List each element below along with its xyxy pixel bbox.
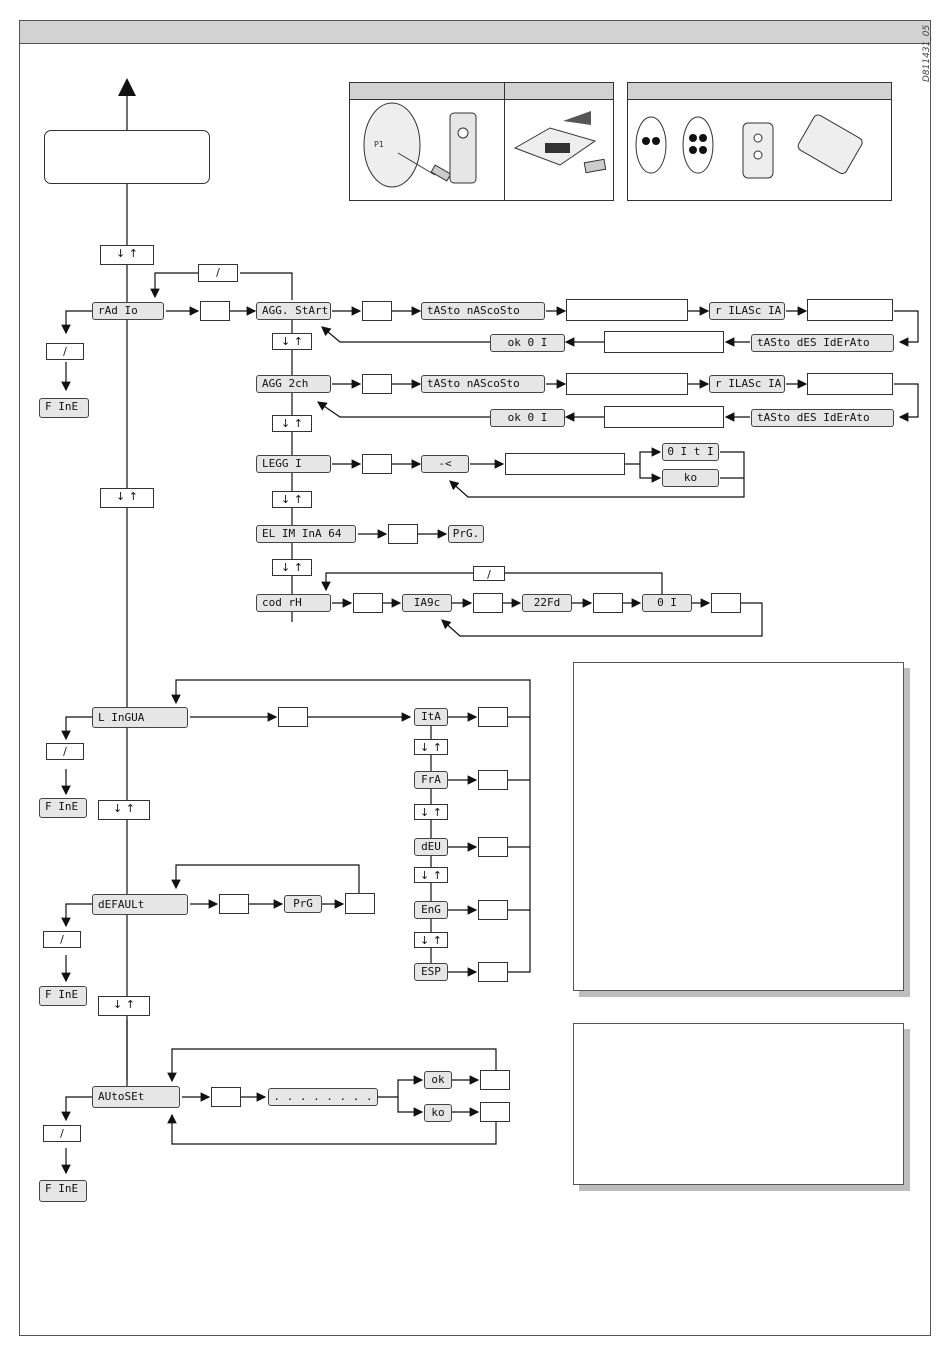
key-box[interactable] — [480, 1070, 510, 1090]
slash-button[interactable]: / — [473, 566, 505, 581]
text-box — [566, 299, 688, 321]
leggi-prompt-display: -< — [421, 455, 469, 473]
cod-value-3: 0 I — [642, 594, 692, 612]
key-box[interactable] — [353, 593, 383, 613]
slash-button[interactable]: / — [198, 264, 238, 282]
illustration-panel-remotes — [627, 82, 892, 201]
language-option[interactable]: ESP — [414, 963, 448, 981]
updown-button[interactable]: ↓ ↑ — [272, 491, 312, 508]
text-box — [604, 331, 724, 353]
fine-label: F InE — [39, 986, 87, 1006]
note-box-lower — [573, 1023, 904, 1185]
cod-value-2: 22Fd — [522, 594, 572, 612]
svg-text:P1: P1 — [374, 140, 384, 149]
updown-button[interactable]: ↓ ↑ — [414, 804, 448, 820]
agg-2ch-item[interactable]: AGG 2ch — [256, 375, 331, 393]
updown-button[interactable]: ↓ ↑ — [414, 932, 448, 948]
updown-button[interactable]: ↓ ↑ — [100, 245, 154, 265]
key-box[interactable] — [473, 593, 503, 613]
key-box[interactable] — [711, 593, 741, 613]
ok-01-display: ok 0 I — [490, 334, 565, 352]
key-box[interactable] — [278, 707, 308, 727]
menu-lingua[interactable]: L InGUA — [92, 707, 188, 728]
key-box[interactable] — [478, 707, 508, 727]
tasto-nascosto-display: tASto nAScoSto — [421, 375, 545, 393]
slash-button[interactable]: / — [43, 1125, 81, 1142]
updown-button[interactable]: ↓ ↑ — [272, 559, 312, 576]
agg-start-item[interactable]: AGG. StArt — [256, 302, 331, 320]
remote-programming-illustration: P1 — [363, 102, 477, 188]
leggi-ko-display: ko — [662, 469, 719, 487]
ok-key-box[interactable] — [200, 301, 230, 321]
key-box[interactable] — [362, 454, 392, 474]
cod-rx-item[interactable]: cod rH — [256, 594, 331, 612]
key-box[interactable] — [478, 770, 508, 790]
key-box[interactable] — [478, 962, 508, 982]
text-box — [505, 453, 625, 475]
elimina-item[interactable]: EL IM InA 64 — [256, 525, 356, 543]
key-box[interactable] — [362, 374, 392, 394]
key-box[interactable] — [362, 301, 392, 321]
fine-label: F InE — [39, 1180, 87, 1202]
default-prg-display: PrG — [284, 895, 322, 913]
battery-illustration — [513, 111, 607, 174]
menu-radio[interactable]: rAd Io — [92, 302, 164, 320]
text-box — [566, 373, 688, 395]
rilascia-display: r ILASc IA — [709, 375, 785, 393]
updown-button[interactable]: ↓ ↑ — [100, 488, 154, 508]
autoset-ko-display: ko — [424, 1104, 452, 1122]
tasto-nascosto-display: tASto nAScoSto — [421, 302, 545, 320]
prg-display: PrG. — [448, 525, 484, 543]
language-option[interactable]: ItA — [414, 708, 448, 726]
language-option[interactable]: dEU — [414, 838, 448, 856]
text-box — [807, 299, 893, 321]
key-box[interactable] — [478, 900, 508, 920]
header-bar — [19, 20, 931, 44]
key-box[interactable] — [345, 893, 375, 914]
tasto-desiderato-display: tASto dES IdErAto — [751, 334, 894, 352]
autoset-ok-display: ok — [424, 1071, 452, 1089]
text-box — [604, 406, 724, 428]
language-option[interactable]: EnG — [414, 901, 448, 919]
language-option[interactable]: FrA — [414, 771, 448, 789]
note-box-upper — [573, 662, 904, 991]
updown-button[interactable]: ↓ ↑ — [272, 415, 312, 432]
fine-label: F InE — [39, 398, 89, 418]
key-box[interactable] — [211, 1087, 241, 1107]
fine-label: F InE — [39, 798, 87, 818]
autoset-progress-display: . . . . . . . . — [268, 1088, 378, 1106]
updown-button[interactable]: ↓ ↑ — [98, 800, 150, 820]
cod-value-1: IA9c — [402, 594, 452, 612]
updown-button[interactable]: ↓ ↑ — [98, 996, 150, 1016]
menu-entry-box — [44, 130, 210, 184]
leggi-item[interactable]: LEGG I — [256, 455, 331, 473]
ok-01-display: ok 0 I — [490, 409, 565, 427]
updown-button[interactable]: ↓ ↑ — [414, 739, 448, 755]
key-box[interactable] — [388, 524, 418, 544]
leggi-ok-display: 0 I t I — [662, 443, 719, 461]
tasto-desiderato-display: tASto dES IdErAto — [751, 409, 894, 427]
slash-button[interactable]: / — [46, 743, 84, 760]
menu-autoset[interactable]: AUtoSEt — [92, 1086, 180, 1108]
slash-button[interactable]: / — [43, 931, 81, 948]
key-box[interactable] — [480, 1102, 510, 1122]
illustration-panel-p1: P1 — [349, 82, 505, 201]
key-box[interactable] — [593, 593, 623, 613]
key-box[interactable] — [219, 894, 249, 914]
menu-default[interactable]: dEFAULt — [92, 894, 188, 915]
updown-button[interactable]: ↓ ↑ — [414, 867, 448, 883]
illustration-panel-battery — [504, 82, 614, 201]
remote-controls-illustration — [635, 114, 863, 179]
text-box — [807, 373, 893, 395]
rilascia-display: r ILASc IA — [709, 302, 785, 320]
slash-button[interactable]: / — [46, 343, 84, 360]
updown-button[interactable]: ↓ ↑ — [272, 333, 312, 350]
key-box[interactable] — [478, 837, 508, 857]
